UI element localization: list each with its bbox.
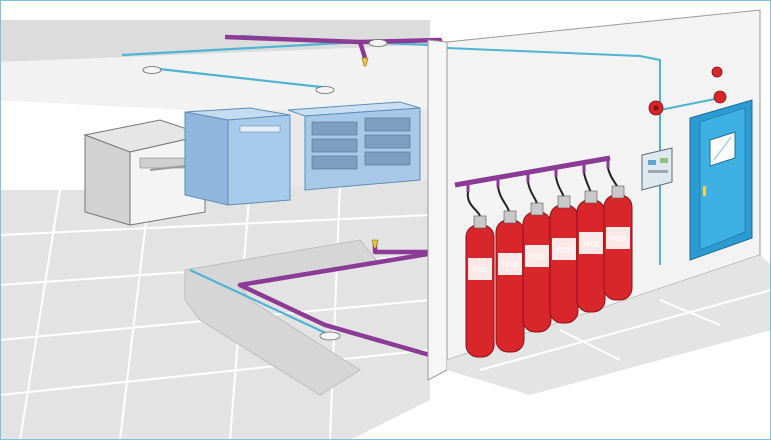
manifold — [454, 155, 619, 217]
cylinder-label: TYCO — [529, 255, 546, 261]
server-room — [0, 20, 533, 440]
server-racks — [287, 101, 421, 191]
door-icon — [689, 99, 753, 261]
agent-cylinders: TYCO TYCO TYCO TYCO — [465, 185, 633, 358]
storage-room: TYCO TYCO TYCO TYCO — [446, 9, 771, 395]
cylinder-label: TYCO — [472, 268, 489, 274]
agent-cylinder: TYCO — [465, 215, 495, 358]
smoke-detector-icon — [142, 39, 388, 341]
blue-cabinet — [184, 107, 291, 206]
alarm-bell-icon — [648, 100, 664, 116]
agent-cylinder: TYCO — [603, 185, 633, 301]
agent-cylinder: TYCO — [576, 190, 606, 313]
agent-cylinder: TYCO — [522, 202, 552, 333]
left-wall-top — [0, 20, 430, 62]
control-panel-icon — [641, 147, 673, 191]
agent-cylinder: TYCO — [495, 210, 525, 353]
agent-cylinder: TYCO — [549, 195, 579, 324]
discharge-nozzle-icon — [361, 57, 379, 249]
cylinder-label: TYCO — [583, 242, 600, 248]
cylinder-label: TYCO — [556, 248, 573, 254]
underfloor-area — [184, 239, 379, 396]
dividing-wall — [427, 39, 448, 381]
cylinder-label: TYCO — [610, 237, 627, 243]
storage-floor-tiles — [479, 289, 771, 371]
storage-floor — [447, 255, 771, 395]
mainframe-unit — [83, 119, 207, 226]
strobe-horn-icon — [711, 66, 727, 104]
cylinder-label: TYCO — [502, 263, 519, 269]
